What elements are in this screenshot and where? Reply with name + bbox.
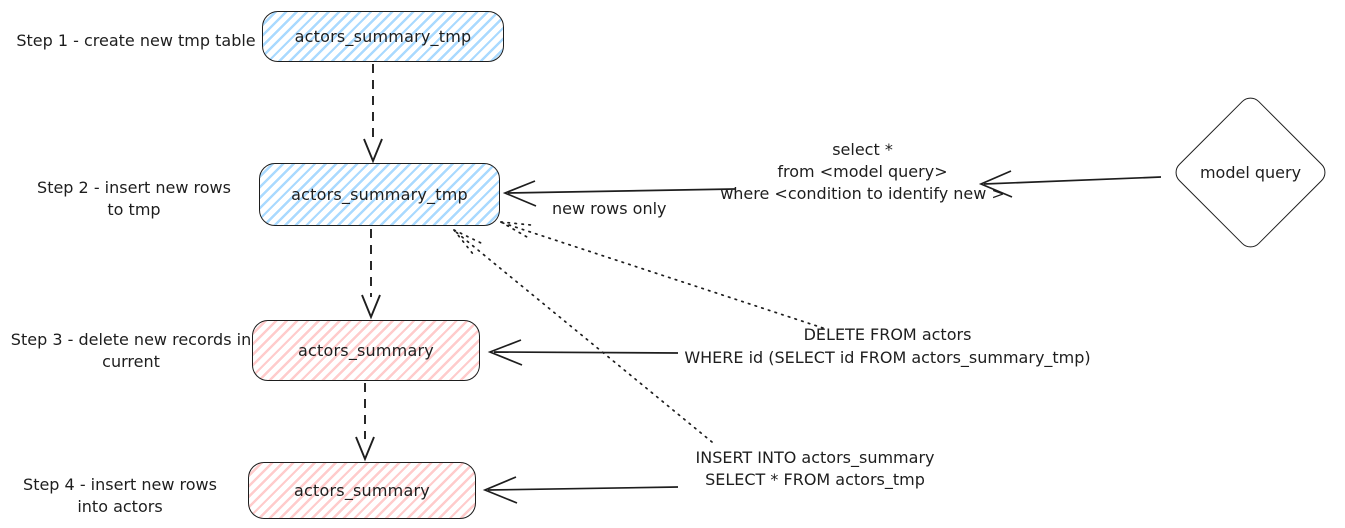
- select-query-line2: from <model query>: [777, 162, 948, 181]
- node-label: actors_summary: [298, 341, 434, 360]
- select-query-line3: where <condition to identify new >: [720, 184, 1005, 203]
- node-actors-summary-tmp-step1: actors_summary_tmp: [262, 11, 504, 62]
- step4-label: Step 4 - insert new rows into actors: [14, 474, 226, 518]
- delete-query-annotation: DELETE FROM actors WHERE id (SELECT id F…: [655, 323, 1120, 369]
- new-rows-only-annotation: new rows only: [552, 199, 667, 218]
- insert-query-annotation: INSERT INTO actors_summary SELECT * FROM…: [650, 447, 980, 491]
- arrow-step3-to-step4: [355, 383, 375, 462]
- step2-label: Step 2 - insert new rows to tmp: [28, 177, 240, 221]
- step1-label-line1: Step 1 - create new tmp table: [16, 31, 256, 50]
- model-query-label: model query: [1199, 163, 1302, 182]
- insert-query-line1: INSERT INTO actors_summary: [695, 448, 935, 467]
- delete-query-line1: DELETE FROM actors: [803, 325, 972, 344]
- step3-label-line1: Step 3 - delete new records in: [10, 330, 252, 349]
- arrow-delete-into-summary: [487, 339, 679, 366]
- dotted-arrow-delete-ref-tmp: [500, 221, 824, 329]
- step3-label: Step 3 - delete new records in current: [0, 329, 262, 373]
- select-query-annotation: select * from <model query> where <condi…: [690, 139, 1035, 205]
- node-label: actors_summary: [294, 481, 430, 500]
- step3-label-line2: current: [102, 352, 160, 371]
- step1-label: Step 1 - create new tmp table: [8, 30, 264, 52]
- node-model-query: model query: [1170, 92, 1331, 253]
- node-actors-summary-step3: actors_summary: [252, 320, 480, 381]
- arrow-step2-to-step3: [361, 229, 381, 320]
- select-query-line1: select *: [832, 140, 893, 159]
- step4-label-line2: into actors: [77, 497, 163, 516]
- arrow-step1-to-step2: [363, 64, 383, 164]
- node-label: actors_summary_tmp: [291, 185, 468, 204]
- delete-query-line2: WHERE id (SELECT id FROM actors_summary_…: [684, 348, 1091, 367]
- step4-label-line1: Step 4 - insert new rows: [23, 475, 217, 494]
- step2-label-line2: to tmp: [107, 200, 161, 219]
- node-actors-summary-tmp-step2: actors_summary_tmp: [259, 163, 500, 226]
- step2-label-line1: Step 2 - insert new rows: [37, 178, 231, 197]
- node-label: actors_summary_tmp: [294, 27, 472, 46]
- node-actors-summary-step4: actors_summary: [248, 462, 476, 519]
- insert-query-line2: SELECT * FROM actors_tmp: [705, 470, 925, 489]
